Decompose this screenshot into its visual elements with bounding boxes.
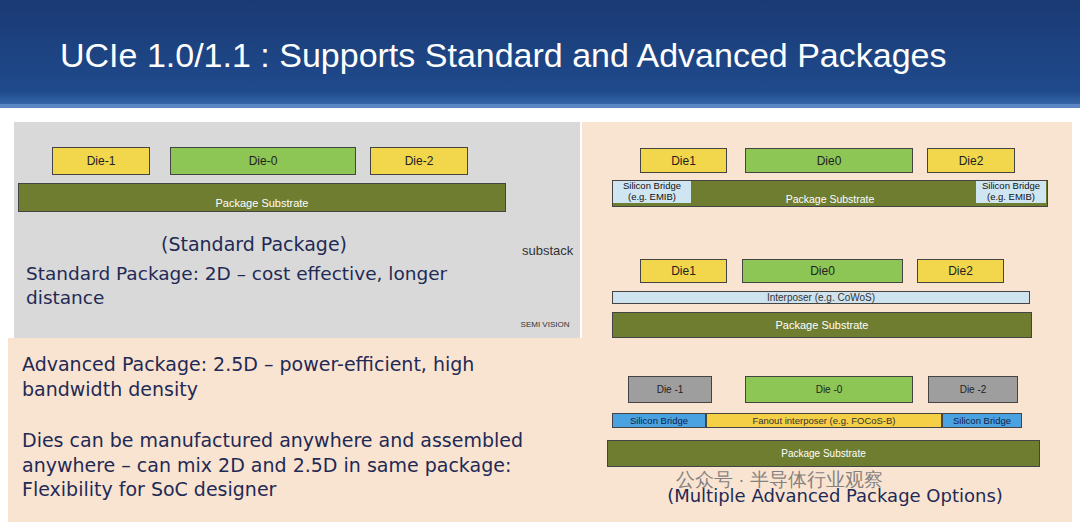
package-part: Die -1 [628,376,712,403]
title-rule [0,104,1080,108]
part-label: Package Substrate [776,320,869,331]
package-panel: (Standard Package) Standard Package: 2D –… [14,122,580,338]
package-part: Die1 [640,148,727,173]
part-label: Die0 [810,265,835,277]
interposer-layer: Silicon Bridge [942,413,1022,428]
title-bar [0,0,1080,108]
part-label: Die0 [817,155,842,167]
panel-text: Standard Package: 2D – cost effective, l… [26,262,506,310]
package-panel: Advanced Package: 2.5D – power-efficient… [8,338,582,522]
package-part: Package Substrate [18,183,506,212]
part-label: Package Substrate [781,449,866,459]
panel-text: (Standard Package) [24,232,484,257]
package-part: Package Substrate [607,440,1040,467]
part-label: Silicon Bridge [630,416,688,426]
part-label: Die -0 [816,385,843,395]
watermark-text: SEMI VISION [509,320,581,329]
bridge-callout: Silicon Bridge (e.g. EMIB) [613,181,691,203]
slide-title: UCIe 1.0/1.1 : Supports Standard and Adv… [60,36,1060,75]
part-label: Die2 [948,265,973,277]
bridge-callout: Silicon Bridge (e.g. EMIB) [976,181,1046,203]
interposer-layer: Silicon Bridge [612,413,706,428]
part-label: Fanout interposer (e.g. FOCoS-B) [752,416,895,426]
interposer-layer: Interposer (e.g. CoWoS) [612,291,1030,304]
part-label: Interposer (e.g. CoWoS) [767,293,875,303]
part-label: Die-0 [249,155,278,167]
package-part: Die-0 [170,147,356,175]
part-label: Die -2 [960,385,987,395]
part-label: Die2 [959,155,984,167]
package-part: Die-2 [370,147,468,175]
package-part: Die2 [917,259,1004,283]
package-part: Die2 [927,148,1015,173]
part-label: Die-2 [405,155,434,167]
package-part: Die -2 [928,376,1018,403]
package-part: Die0 [745,148,913,173]
part-label: Silicon Bridge [953,416,1011,426]
part-label: Die -1 [657,385,684,395]
watermark-text: substack [522,244,580,259]
package-part: Die-1 [52,147,150,175]
package-part: Die1 [640,259,727,283]
panel-text: Dies can be manufactured anywhere and as… [22,428,578,502]
part-label: Die-1 [87,155,116,167]
panel-text: Advanced Package: 2.5D – power-efficient… [22,352,562,401]
part-label: Die1 [671,155,696,167]
package-part: Die0 [742,259,903,283]
package-part: Die -0 [745,376,913,403]
part-label: Die1 [671,265,696,277]
part-label: Package Substrate [216,198,309,209]
package-part: Package Substrate [612,312,1032,338]
interposer-layer: Fanout interposer (e.g. FOCoS-B) [706,413,942,428]
part-label: Package Substrate [786,194,875,205]
watermark-text: 公众号 · 半导体行业观察 [676,469,1056,491]
